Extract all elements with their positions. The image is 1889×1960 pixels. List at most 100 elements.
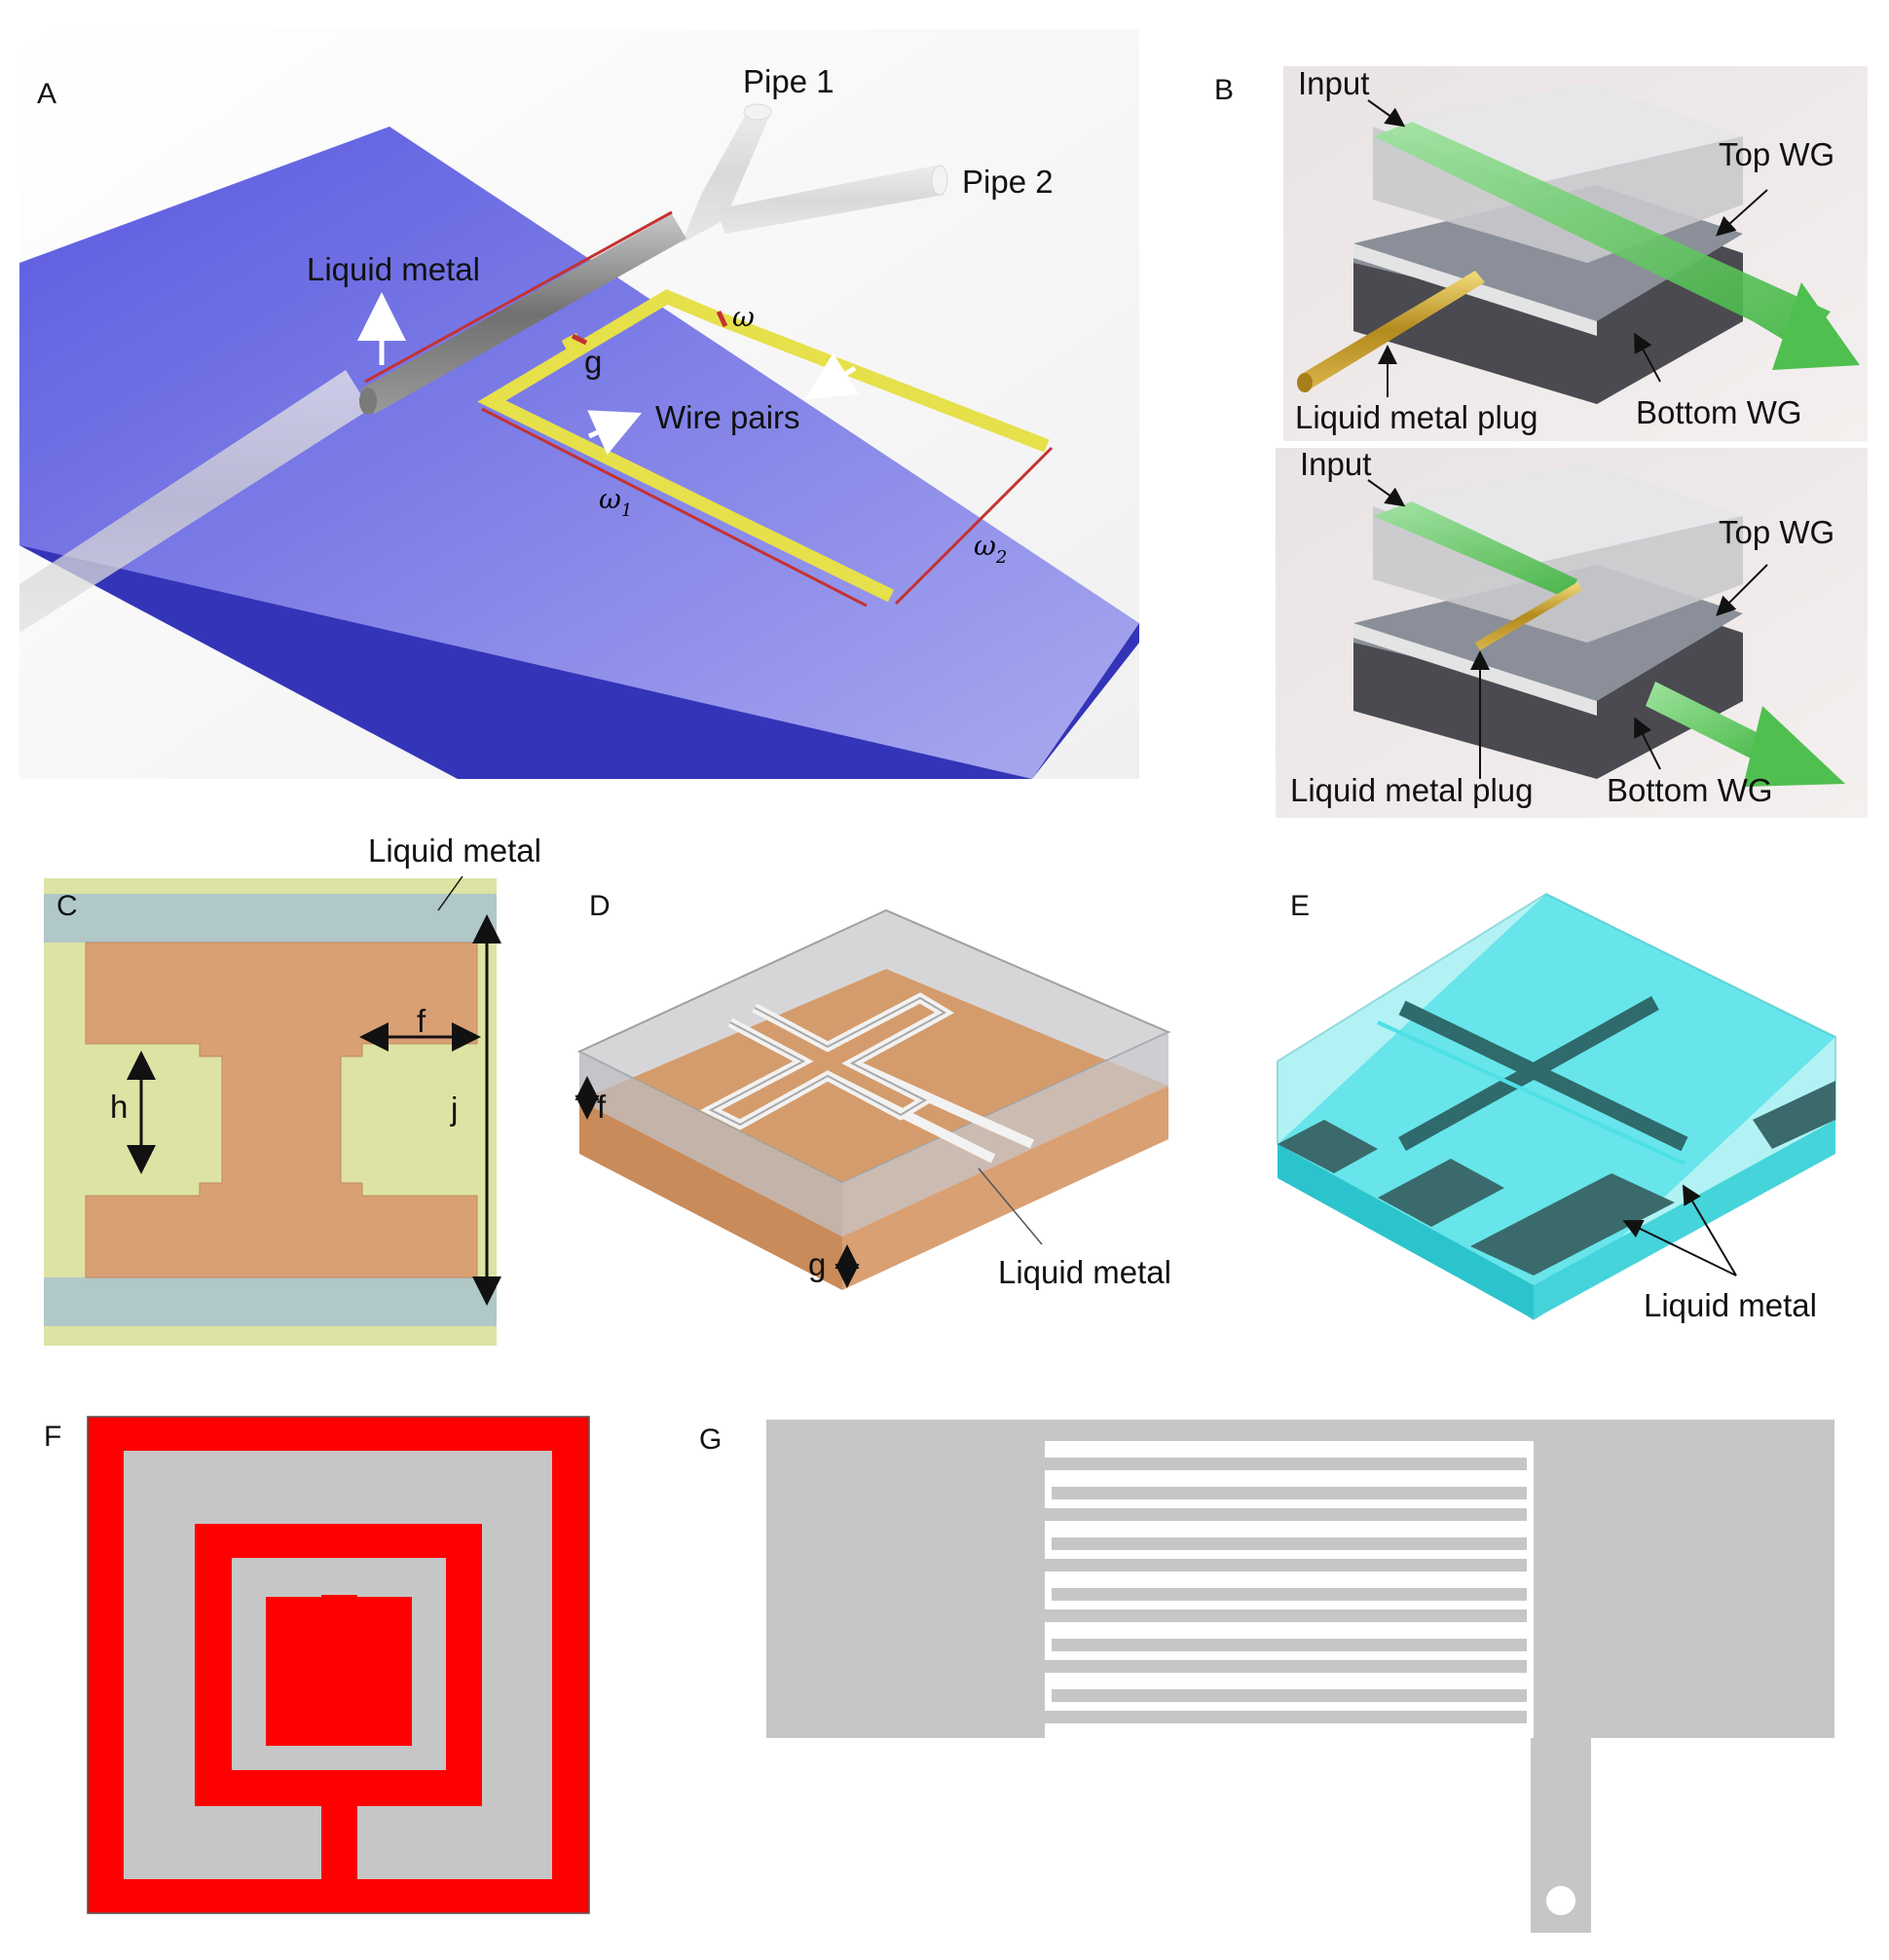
middle-layer: [1353, 243, 1597, 336]
top-wg-arrow-2: [1716, 564, 1768, 616]
d-cross-outline: [708, 996, 947, 1127]
panel-c-letter: C: [56, 890, 78, 922]
g-finger-2: [1052, 1487, 1534, 1499]
g-finger-8: [1052, 1639, 1534, 1651]
e-electrode-left: [1278, 1120, 1378, 1173]
g-finger-10: [1052, 1689, 1534, 1702]
bottom-wg-arrow-2: [1634, 717, 1661, 770]
g-fingers: [766, 1420, 1834, 1738]
green-beam: [1373, 122, 1831, 351]
wire-red-right: [894, 446, 1054, 606]
liquid-metal-label: Liquid metal: [307, 251, 480, 287]
omega-gap-marker: [716, 310, 728, 328]
g-finger-6: [1052, 1588, 1534, 1601]
liquid-metal-rod: [360, 214, 686, 414]
panel-d-letter: D: [589, 890, 611, 922]
g-finger-11: [1045, 1711, 1527, 1723]
g-finger-1: [1045, 1458, 1527, 1470]
green-arrowhead-2: [1743, 706, 1845, 787]
g-finger-3: [1045, 1508, 1527, 1521]
panel-c: C Liquid metal f h j: [44, 832, 541, 1346]
e-liquid-metal-label: Liquid metal: [1644, 1287, 1817, 1323]
c-top-liquid-metal: [44, 894, 497, 943]
g-right-pad: [1534, 1420, 1834, 1738]
e-electrodes: [1278, 1081, 1835, 1276]
omega2-symbol: ω: [974, 530, 996, 562]
panel-a: A Pipe 1 Pipe 2 Liquid metal Wire pairs …: [19, 29, 1139, 779]
panel-b: B Input Top WG Bottom WG Liquid metal pl…: [1214, 65, 1868, 818]
e-electrode-right: [1470, 1173, 1675, 1276]
panel-g: G: [699, 1420, 1834, 1933]
pipe-lower: [19, 370, 370, 633]
top-wg-arrow: [1716, 189, 1768, 237]
e-leader-2: [1622, 1220, 1737, 1276]
input-label-2: Input: [1300, 446, 1371, 482]
omega1-subscript: 1: [621, 500, 632, 521]
omega1-label: ω1: [599, 483, 632, 521]
e-front-right: [1534, 1120, 1835, 1319]
input-arrow-2: [1367, 479, 1406, 507]
e-leader-1: [1682, 1184, 1737, 1276]
pipe-1-label: Pipe 1: [743, 63, 834, 99]
bottom-wg-label-2: Bottom WG: [1607, 772, 1773, 808]
d-g-label: g: [808, 1246, 826, 1282]
g-finger-9: [1045, 1660, 1527, 1673]
c-liquid-metal-leader: [437, 875, 463, 911]
g-gap-marker: [571, 333, 588, 346]
d-liquid-metal-leader: [978, 1167, 1043, 1245]
omega-label: ω: [732, 301, 755, 333]
c-h-label: h: [110, 1089, 128, 1125]
wire-yellow-top-right: [718, 313, 1050, 453]
panel-d: D f g Liquid metal: [574, 890, 1171, 1290]
d-glass-walls: [579, 910, 1168, 1100]
rod-end: [359, 388, 377, 415]
d-liquid-metal-label: Liquid metal: [998, 1254, 1171, 1290]
g-finger-7: [1045, 1609, 1527, 1622]
g-top-bar: [1035, 1420, 1527, 1441]
top-wg-label: Top WG: [1719, 136, 1834, 172]
g-label: g: [584, 344, 602, 380]
g-finger-4: [1052, 1537, 1534, 1550]
liquid-metal-plug-rod-2: [1475, 582, 1582, 650]
panel-e: E Liquid metal: [1277, 890, 1836, 1323]
pipe-2-label: Pipe 2: [962, 164, 1054, 200]
omega1-symbol: ω: [599, 483, 621, 515]
wire-pairs: [477, 289, 1054, 608]
panel-b-top: Input Top WG Bottom WG Liquid metal plug: [1283, 65, 1868, 441]
omega2-label: ω2: [974, 530, 1007, 568]
wire-red-bottom: [481, 407, 868, 608]
plug-end: [1297, 373, 1313, 392]
g-finger-5: [1045, 1559, 1527, 1572]
g-via-hole: [1546, 1886, 1575, 1915]
c-liquid-metal-label: Liquid metal: [368, 832, 541, 869]
wire-pairs-arrow-left: [587, 410, 643, 456]
plug-label-2: Liquid metal plug: [1290, 772, 1534, 808]
d-copper-front-left: [579, 1100, 842, 1290]
wire-pairs-arrow-right: [804, 352, 860, 400]
panel-e-letter: E: [1290, 890, 1310, 922]
bottom-wg-label: Bottom WG: [1636, 394, 1802, 430]
pipes: [19, 103, 948, 633]
green-beam-input-2: [1373, 501, 1577, 599]
e-front-left: [1278, 1144, 1534, 1319]
panel-a-letter: A: [37, 78, 56, 110]
e-channel-gap: [1377, 1020, 1685, 1165]
bottom-wg-arrow: [1634, 332, 1661, 383]
panel-f-letter: F: [44, 1421, 61, 1453]
panel-b-bottom: Input Top WG Bottom WG Liquid metal plug: [1276, 446, 1868, 818]
input-arrow: [1367, 99, 1406, 128]
c-f-label: f: [417, 1003, 426, 1039]
liquid-metal-plug-rod: [1300, 271, 1485, 389]
wire-yellow-outer: [477, 289, 895, 603]
plug-label: Liquid metal plug: [1295, 399, 1538, 435]
panel-f: F: [44, 1416, 590, 1914]
pipe-2-end: [931, 165, 948, 196]
d-glass-front-left: [579, 1052, 842, 1237]
top-wg-label-2: Top WG: [1719, 514, 1834, 550]
c-bottom-liquid-metal: [44, 1277, 497, 1326]
panel-b-letter: B: [1214, 74, 1234, 106]
input-label: Input: [1298, 65, 1369, 101]
omega2-subscript: 2: [995, 547, 1007, 568]
g-left-spine: [1035, 1441, 1045, 1738]
c-j-label: j: [450, 1091, 458, 1127]
